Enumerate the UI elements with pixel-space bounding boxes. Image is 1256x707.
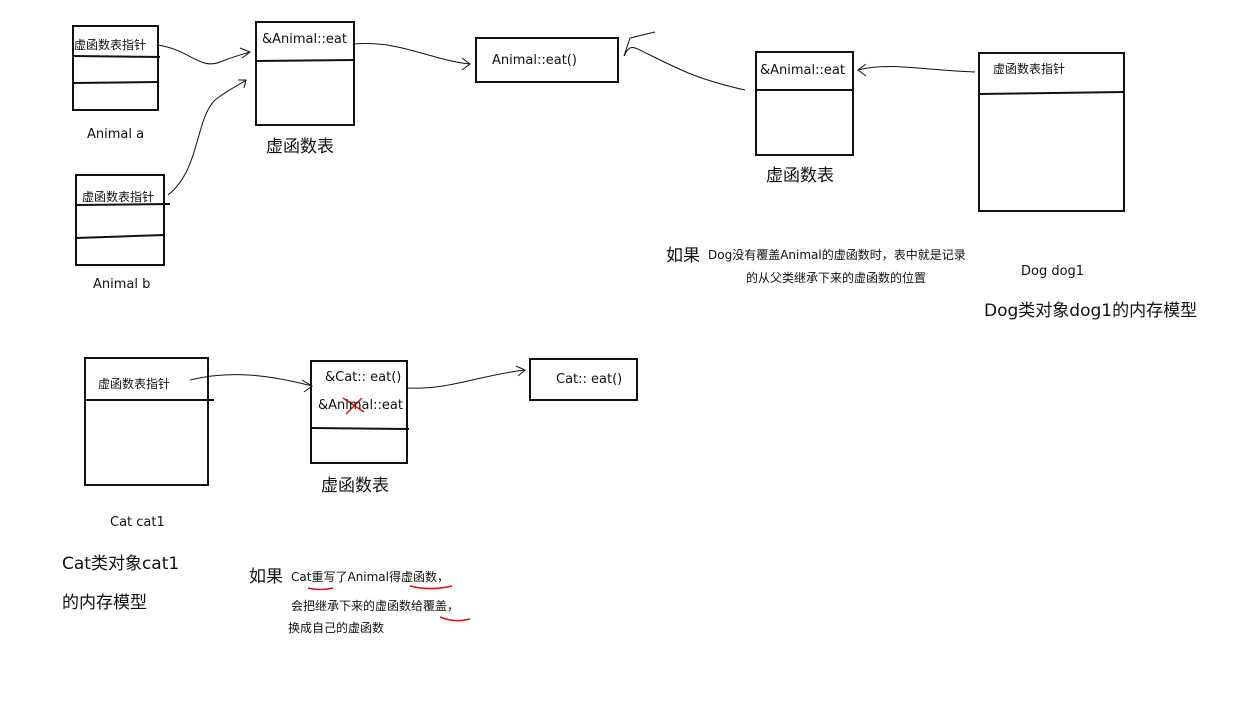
cat-note-line1: Cat重写了Animal得虚函数， [291,570,449,584]
cat-caption: Cat cat1 [110,515,165,530]
arrow-dog-vtable-to-animal-eat [623,31,746,91]
cat-title-line2: 的内存模型 [62,593,147,613]
cat-eat-box [529,358,638,401]
cat-vtable-entry-animal: &Animal::eat [318,398,403,413]
arrow-cat-vtable-to-cat-eat [406,365,526,389]
dog-vtable-entry: &Animal::eat [760,63,845,78]
dog-note-prefix: 如果 [666,246,700,266]
cat-note-line2: 会把继承下来的虚函数给覆盖， [291,599,460,613]
arrows [157,31,976,393]
cat-note-line3: 换成自己的虚函数 [288,621,385,635]
dog-caption: Dog dog1 [1021,264,1085,279]
cat-note-prefix: 如果 [249,567,283,587]
animal-vtable-box [255,21,355,126]
divider [255,59,355,62]
cat-vtable-caption: 虚函数表 [321,476,389,496]
cat-eat-label: Cat:: eat() [556,372,623,387]
divider [72,55,161,84]
dog-object-box [978,52,1125,212]
arrow-a-to-vtable [157,44,252,65]
dog-vtable-box [755,51,854,156]
dog-note-line1: Dog没有覆盖Animal的虚函数时，表中就是记录 [708,248,966,262]
animal-eat-box [475,37,619,83]
animal-eat-label: Animal::eat() [492,53,577,68]
animal-b-box [75,174,165,266]
dog-note-line2: 的从父类继承下来的虚函数的位置 [746,271,927,285]
dog-pointer-label: 虚函数表指针 [993,62,1066,76]
animal-vtable-caption: 虚函数表 [266,137,334,157]
arrow-dog-to-vtable [857,63,976,77]
cat-pointer-label: 虚函数表指针 [98,377,171,391]
cross-out-mark [342,397,365,415]
arrow-cat-to-vtable [189,374,313,393]
divider [75,203,171,239]
divider [310,427,410,430]
cat-vtable-entry-cat: &Cat:: eat() [325,370,402,385]
cat-object-box [84,357,209,486]
cat-vtable-box [310,360,408,464]
animal-a-pointer-label: 虚函数表指针 [74,38,147,52]
dog-vtable-caption: 虚函数表 [766,166,834,186]
arrow-vtable-to-animal-eat [353,42,471,71]
underline [307,585,471,622]
dog-title: Dog类对象dog1的内存模型 [984,301,1198,321]
animal-a-caption: Animal a [87,127,145,142]
animal-b-pointer-label: 虚函数表指针 [82,190,155,204]
animal-b-caption: Animal b [93,277,151,292]
divider [978,91,1125,95]
arrow-b-to-vtable [167,79,247,196]
animal-a-box [72,25,159,111]
animal-vtable-entry: &Animal::eat [262,32,347,47]
red-annotations [307,397,471,622]
cat-title-line1: Cat类对象cat1 [62,554,180,574]
